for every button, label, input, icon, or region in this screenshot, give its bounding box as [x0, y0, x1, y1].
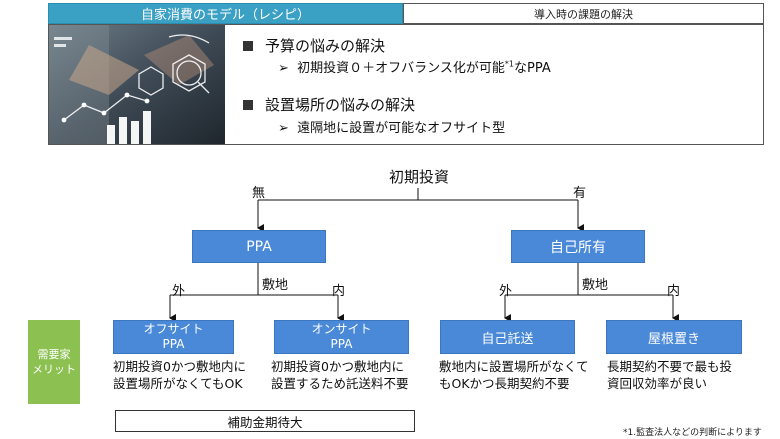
point-budget-sub: ➢ 初期投資０＋オフバランス化が可能*1なPPA: [278, 59, 551, 76]
merit-desc-rooftop: 長期契約不要で最も投資回収効率が良い: [607, 359, 733, 391]
edge-label-outside-right: 外: [499, 284, 513, 299]
node-rooftop: 屋根置き: [606, 320, 742, 354]
square-bullet-icon: [243, 100, 253, 110]
merit-desc-offsite: 初期投資0かつ敷地内に設置場所がなくてもOK: [113, 359, 246, 391]
analytics-illustration-image: [49, 25, 225, 144]
edge-label-yes: 有: [573, 186, 587, 201]
point-budget-title: 予算の悩みの解決: [243, 35, 385, 56]
edge-label-inside-left: 内: [332, 284, 346, 299]
point-site-title: 設置場所の悩みの解決: [243, 94, 415, 115]
node-self-wheeling: 自己託送: [440, 320, 575, 354]
subsidy-box: 補助金期待大: [115, 410, 415, 432]
split-label-premises-left: 敷地: [262, 278, 289, 293]
node-self-owned: 自己所有: [511, 230, 645, 263]
merit-desc-self-wheeling: 敷地内に設置場所がなくてもOKかつ長期契約不要: [439, 359, 589, 391]
edge-label-inside-right: 内: [667, 284, 681, 299]
arrow-bullet-icon: ➢: [278, 121, 289, 136]
split-label-premises-right: 敷地: [582, 278, 609, 293]
root-initial-investment: 初期投資: [388, 168, 449, 186]
edge-label-outside-left: 外: [172, 284, 186, 299]
arrow-bullet-icon: ➢: [278, 61, 289, 76]
point-site-sub: ➢ 遠隔地に設置が可能なオフサイト型: [278, 121, 506, 136]
tab-model-recipe[interactable]: 自家消費のモデル（レシピ）: [48, 3, 403, 24]
edge-label-no: 無: [252, 186, 266, 201]
square-bullet-icon: [243, 41, 253, 51]
merit-label: 需要家メリット: [28, 320, 80, 404]
merit-desc-onsite: 初期投資0かつ敷地内に設置するため託送料不要: [271, 359, 409, 391]
tab-solutions[interactable]: 導入時の課題の解決: [403, 3, 764, 24]
node-ppa: PPA: [192, 230, 326, 263]
footnote: *1.監査法人などの判断によります: [623, 428, 762, 438]
